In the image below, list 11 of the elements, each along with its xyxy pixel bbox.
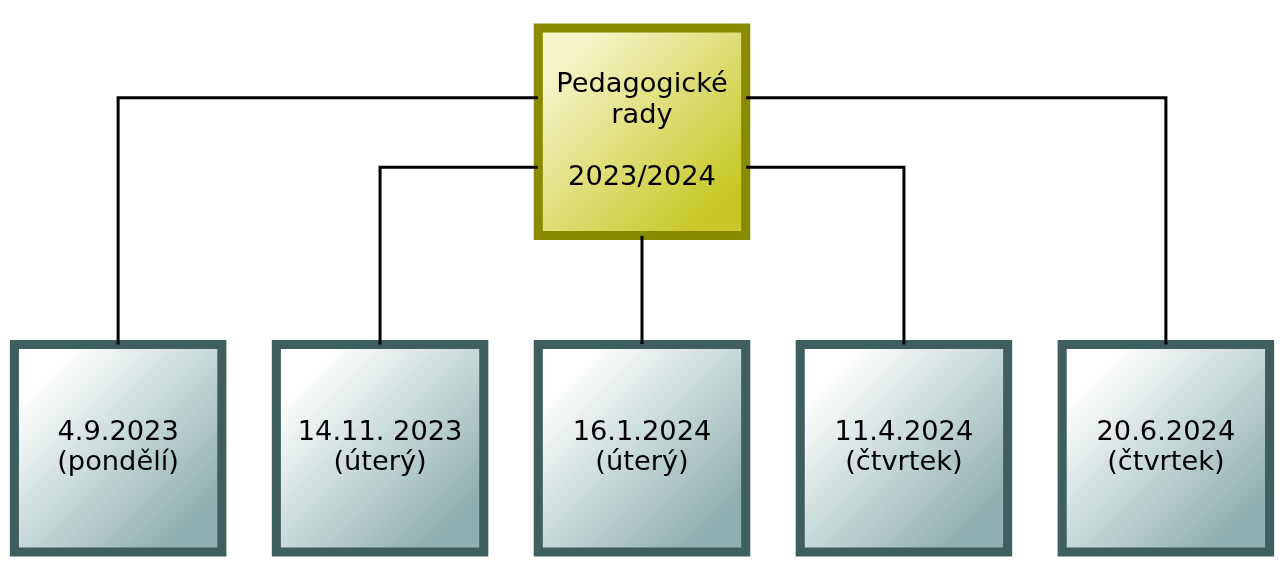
connector bbox=[746, 95, 1168, 344]
node-box: 16.1.2024 (úterý) bbox=[533, 339, 751, 556]
node-box: 14.11. 2023 (úterý) bbox=[271, 339, 489, 556]
node-box: 4.9.2023 (pondělí) bbox=[9, 339, 227, 556]
connector bbox=[116, 95, 538, 344]
node-box: 20.6.2024 (čtvrtek) bbox=[1057, 339, 1275, 556]
connector bbox=[640, 235, 644, 344]
connector bbox=[378, 165, 538, 344]
node-box: Pedagogické rady 2023/2024 bbox=[533, 23, 751, 240]
connector bbox=[746, 165, 906, 344]
node-box: 11.4.2024 (čtvrtek) bbox=[795, 339, 1013, 556]
